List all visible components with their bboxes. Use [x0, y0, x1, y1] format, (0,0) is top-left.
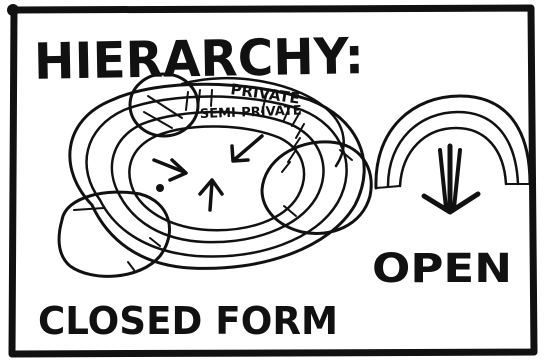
ink-dot	[156, 184, 164, 192]
left-pavilion	[59, 192, 169, 276]
arrow-upper-right	[232, 136, 262, 161]
closed-form-diagram: PRIVATE SEMI-PRIVATE CLOSED FORM	[38, 74, 371, 343]
right-pavilion	[262, 142, 371, 234]
open-form-diagram: OPEN	[372, 96, 530, 292]
open-arc-middle	[388, 112, 518, 186]
ring-4	[129, 126, 304, 230]
closed-form-caption: CLOSED FORM	[38, 299, 338, 343]
arrow-upper-left	[154, 160, 186, 180]
band-label-semi-private: SEMI-PRIVATE	[200, 103, 302, 122]
open-arc-inner	[400, 128, 506, 186]
arrow-down	[424, 146, 478, 212]
arrow-up	[200, 180, 222, 210]
frame-corner-dot	[7, 4, 19, 16]
right-pavilion-detail	[284, 150, 352, 216]
open-caption: OPEN	[372, 246, 512, 292]
